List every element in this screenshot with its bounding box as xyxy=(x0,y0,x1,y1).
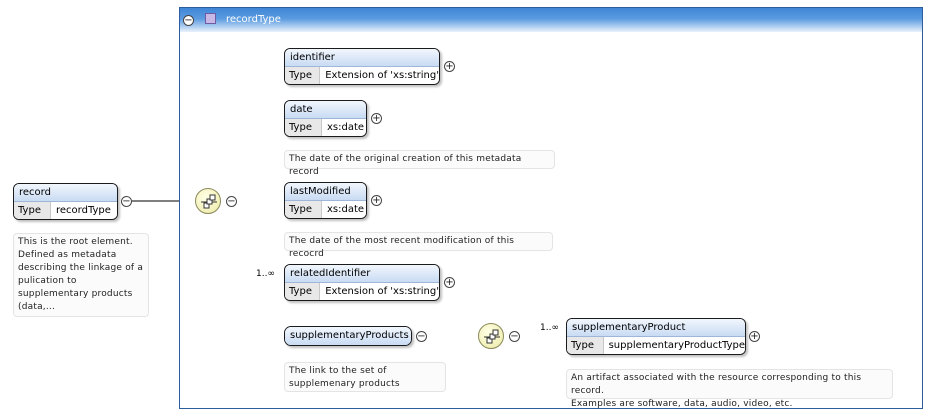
type-label: Type xyxy=(285,283,321,300)
relatedIdentifier-cardinality: 1..∞ xyxy=(256,269,275,279)
supplementaryProducts-collapse-button[interactable]: − xyxy=(416,331,427,342)
date-annotation: The date of the original creation of thi… xyxy=(284,150,555,177)
element-name: supplementaryProduct xyxy=(567,319,745,337)
identifier-expand-button[interactable]: + xyxy=(444,61,455,72)
element-name: lastModified xyxy=(285,183,366,201)
lastModified-expand-button[interactable]: + xyxy=(371,195,382,206)
element-name: supplementaryProducts xyxy=(285,327,411,345)
sequence-compositor-icon-2[interactable] xyxy=(478,323,504,349)
sequence-collapse-button[interactable]: − xyxy=(226,196,237,207)
type-value: Extension of 'xs:string' xyxy=(325,286,439,297)
record-collapse-button[interactable]: − xyxy=(121,196,132,207)
date-expand-button[interactable]: + xyxy=(371,113,382,124)
complex-type-title: recordType xyxy=(226,14,281,25)
supplementaryProduct-annotation: An artifact associated with the resource… xyxy=(566,369,893,409)
element-name: identifier xyxy=(285,49,439,67)
element-relatedIdentifier[interactable]: relatedIdentifier Type Extension of 'xs:… xyxy=(284,264,440,301)
type-label: Type xyxy=(285,67,321,84)
element-name: date xyxy=(285,101,366,119)
type-value: xs:date xyxy=(327,204,365,215)
element-supplementaryProducts[interactable]: supplementaryProducts xyxy=(284,326,412,346)
complex-type-icon xyxy=(205,13,216,24)
element-lastModified[interactable]: lastModified Type xs:date xyxy=(284,182,367,219)
type-label: Type xyxy=(14,202,51,219)
sequence-icon xyxy=(484,329,500,344)
type-label: Type xyxy=(567,337,604,354)
type-value: xs:date xyxy=(327,122,365,133)
sequence-compositor-icon[interactable] xyxy=(195,188,221,214)
frame-collapse-button[interactable]: − xyxy=(183,15,194,26)
type-label: Type xyxy=(285,119,322,136)
supplementaryProducts-annotation: The link to the set of supplemenary prod… xyxy=(284,362,446,392)
sequence-icon xyxy=(201,194,217,209)
element-identifier[interactable]: identifier Type Extension of 'xs:string' xyxy=(284,48,440,85)
sequence-2-collapse-button[interactable]: − xyxy=(509,331,520,342)
element-name: record xyxy=(14,184,117,202)
lastModified-annotation: The date of the most recent modification… xyxy=(284,232,553,259)
supplementaryProduct-expand-button[interactable]: + xyxy=(749,331,760,342)
relatedIdentifier-expand-button[interactable]: + xyxy=(444,277,455,288)
type-value: supplementaryProductType xyxy=(608,340,745,351)
record-annotation: This is the root element. Defined as met… xyxy=(13,233,149,317)
complex-type-header xyxy=(180,8,922,32)
element-record[interactable]: record Type recordType xyxy=(13,183,118,220)
supplementaryProduct-cardinality: 1..∞ xyxy=(540,323,559,333)
type-value: recordType xyxy=(56,205,111,216)
element-date[interactable]: date Type xs:date xyxy=(284,100,367,137)
type-label: Type xyxy=(285,201,322,218)
type-value: Extension of 'xs:string' xyxy=(325,70,439,81)
element-name: relatedIdentifier xyxy=(285,265,439,283)
element-supplementaryProduct[interactable]: supplementaryProduct Type supplementaryP… xyxy=(566,318,746,355)
